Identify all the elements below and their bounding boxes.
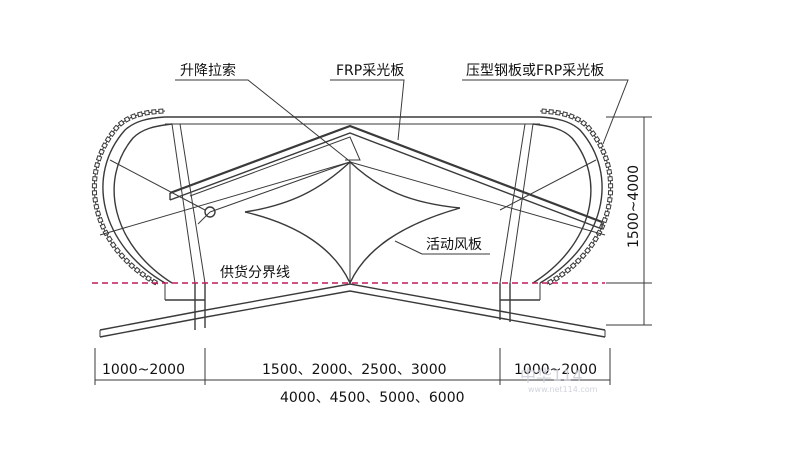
corrugation-tooth [139, 270, 147, 278]
roof [99, 283, 606, 338]
corrugation-tooth [98, 148, 105, 156]
corrugation-tooth [548, 109, 554, 115]
support-posts [164, 283, 541, 330]
corrugation-tooth [144, 109, 150, 116]
corrugation-tooth [584, 246, 592, 255]
corrugation-tooth [94, 162, 101, 169]
corrugation-tooth [93, 203, 100, 210]
corrugation-tooth [561, 111, 568, 118]
corrugation-tooth [592, 235, 600, 243]
corrugation-tooth [589, 130, 597, 138]
width-dimensions [94, 348, 611, 385]
corrugation-tooth [569, 262, 577, 270]
label-frp-panel: FRP采光板 [336, 63, 404, 79]
corrugation-tooth [117, 119, 125, 127]
corrugation-tooth [541, 108, 547, 114]
corrugation-tooth [607, 190, 614, 196]
corrugation-tooth [151, 109, 157, 115]
corrugation-tooth [108, 130, 116, 138]
corrugation-tooth [91, 183, 97, 189]
corrugation-tooth [133, 266, 141, 274]
corrugation-tooth [606, 169, 613, 175]
corrugation-tooth [104, 135, 112, 143]
corrugation-tooth [128, 262, 136, 270]
corrugation-tooth [130, 113, 137, 120]
corrugation-tooth [593, 135, 601, 143]
corrugation-tooth [608, 183, 614, 189]
corrugation-tooth [118, 252, 126, 260]
corrugation-tooth [588, 241, 596, 249]
corrugation-tooth [137, 111, 144, 118]
corrugation-tooth [123, 257, 131, 265]
dim-left-width: 1000~2000 [102, 362, 185, 378]
corrugation-tooth [607, 176, 613, 182]
dim-middle-row2: 4000、4500、5000、6000 [280, 390, 465, 406]
housing-corrugation [91, 108, 614, 286]
corrugation-tooth [95, 210, 102, 217]
height-dimension: 1500~4000 [606, 116, 652, 326]
right-housing [532, 110, 612, 285]
corrugation-tooth [606, 196, 613, 203]
corrugation-tooth [158, 108, 164, 114]
corrugation-tooth [97, 216, 104, 224]
corrugation-tooth [585, 124, 593, 132]
label-damper: 活动风板 [426, 237, 482, 253]
corrugation-tooth [579, 252, 587, 260]
frp-ridge [169, 124, 603, 230]
corrugation-tooth [601, 216, 608, 224]
corrugation-tooth [597, 142, 604, 149]
corrugation-tooth [123, 116, 131, 123]
corrugation-tooth [92, 176, 98, 182]
corrugation-tooth [553, 274, 560, 282]
dim-height: 1500~4000 [626, 165, 642, 248]
dim-middle-row1: 1500、2000、2500、3000 [262, 362, 447, 378]
label-lift-cable: 升降拉索 [180, 62, 236, 79]
corrugation-tooth [605, 203, 612, 210]
corrugation-tooth [113, 246, 121, 255]
corrugation-tooth [101, 142, 108, 149]
corrugation-tooth [574, 257, 582, 265]
top-caps [165, 116, 540, 125]
corrugation-tooth [568, 113, 575, 120]
corrugation-tooth [95, 155, 103, 162]
corrugation-tooth [91, 190, 98, 196]
corrugation-tooth [580, 119, 588, 127]
corrugation-tooth [564, 266, 572, 274]
corrugation-tooth [574, 116, 582, 123]
watermark-sub: www.net114.com [528, 385, 598, 394]
corrugation-tooth [555, 109, 561, 116]
dim-right-width: 1000~2000 [514, 362, 597, 378]
corrugation-tooth [604, 162, 611, 169]
corrugation-tooth [151, 278, 158, 286]
watermark-main: 中华114 [520, 366, 583, 385]
corrugation-tooth [112, 124, 120, 132]
corrugation-tooth [92, 196, 99, 203]
corrugation-tooth [558, 270, 566, 278]
corrugation-tooth [92, 169, 99, 175]
corrugation-tooth [547, 278, 554, 286]
frame-bracing [99, 123, 606, 284]
label-supply-line: 供货分界线 [220, 264, 290, 281]
corrugation-tooth [99, 223, 107, 230]
corrugation-tooth [145, 274, 152, 282]
label-steel-or-frp: 压型钢板或FRP采光板 [466, 63, 604, 79]
corrugation-tooth [603, 210, 610, 217]
corrugation-tooth [602, 155, 610, 162]
corrugation-tooth [600, 148, 607, 156]
left-housing [93, 110, 173, 285]
corrugation-tooth [105, 235, 113, 243]
corrugation-tooth [109, 241, 117, 249]
leader-lines [175, 79, 629, 255]
